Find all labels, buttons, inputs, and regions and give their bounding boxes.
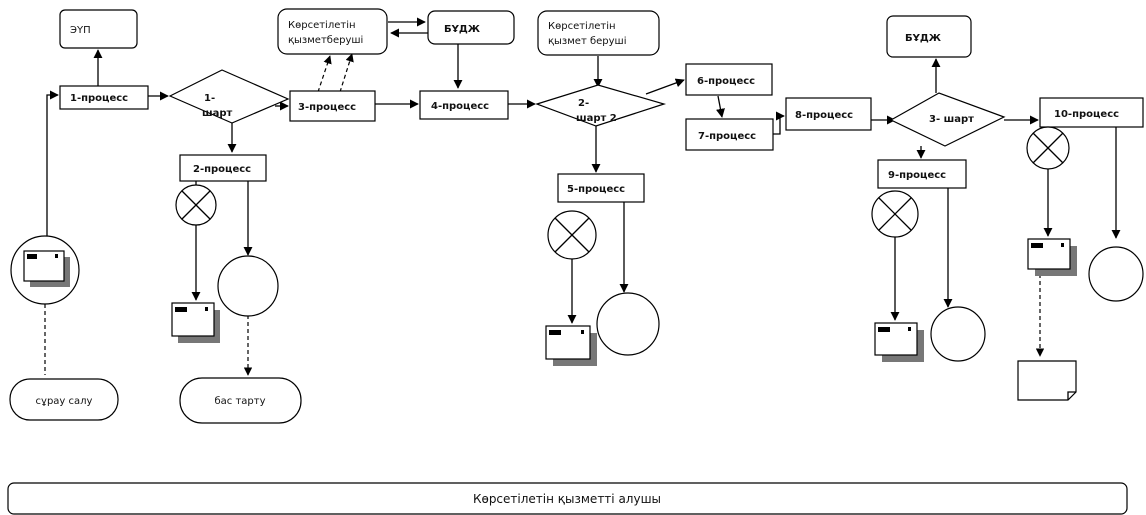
start-node xyxy=(10,235,80,305)
document-icon-3 xyxy=(874,322,924,362)
budj-box-2: БҰДЖ xyxy=(886,15,972,58)
service-recipient-label: Көрсетілетін қызметті алушы xyxy=(473,492,661,506)
service-recipient-lane: Көрсетілетін қызметті алушы xyxy=(7,482,1128,515)
process-4-label: 4-процесс xyxy=(431,101,489,112)
process-box-7: 7-процесс xyxy=(685,118,774,151)
arrow-p7-to-p8 xyxy=(773,111,785,135)
budj-2-label: БҰДЖ xyxy=(905,33,942,44)
service-provider-2-line1: Көрсетілетін xyxy=(548,20,616,32)
process-box-5: 5-процесс xyxy=(557,173,645,203)
document-icon-4 xyxy=(1027,238,1077,276)
process-1-label: 1-процесс xyxy=(70,93,128,104)
process-5-label: 5-процесс xyxy=(567,184,625,195)
cross-circle-1-icon xyxy=(175,184,217,226)
arrow-p6-to-p7 xyxy=(715,95,725,118)
cross-circle-3-icon xyxy=(871,190,919,238)
document-icon xyxy=(23,250,70,287)
dashed-p3-to-kserv1-b xyxy=(339,53,354,93)
process-box-3: 3-процесс xyxy=(289,90,376,122)
service-provider-1-line2: қызметберуші xyxy=(288,34,363,46)
process-9-label: 9-процесс xyxy=(888,170,946,181)
decision-2-line1: 2- xyxy=(578,98,589,109)
cancel-terminal: бас тарту xyxy=(179,377,302,424)
end-circle-3 xyxy=(930,306,986,362)
process-box-10: 10-процесс xyxy=(1039,97,1144,128)
process-box-2: 2-процесс xyxy=(179,154,267,182)
decision-3-label: 3- шарт xyxy=(929,114,974,125)
arrow-start-to-p1 xyxy=(46,90,59,240)
process-3-label: 3-процесс xyxy=(298,102,356,113)
request-terminal: сұрау салу xyxy=(9,378,119,421)
cross-circle-4-icon xyxy=(1026,126,1070,170)
dashed-p3-to-kserv1 xyxy=(317,55,332,93)
process-box-4: 4-процесс xyxy=(419,90,509,120)
service-provider-1-line1: Көрсетілетін xyxy=(288,19,356,31)
process-box-9: 9-процесс xyxy=(877,159,967,189)
connectors xyxy=(44,17,1121,376)
eup-box: ЭҮП xyxy=(59,9,138,49)
request-terminal-label: сұрау салу xyxy=(36,396,93,407)
process-8-label: 8-процесс xyxy=(795,110,853,121)
budj-1-label: БҰДЖ xyxy=(444,24,481,35)
arrow-d2-to-p6 xyxy=(645,78,685,95)
service-provider-box-1: Көрсетілетін қызметберуші xyxy=(277,8,388,55)
decision-2: 2- шарт 2 xyxy=(535,84,667,127)
process-10-label: 10-процесс xyxy=(1054,109,1119,120)
decision-3: 3- шарт xyxy=(889,92,1006,147)
process-box-6: 6-процесс xyxy=(685,63,773,96)
service-provider-box-2: Көрсетілетін қызмет беруші xyxy=(537,10,660,56)
document-icon-1 xyxy=(171,302,220,343)
process-box-1: 1-процесс xyxy=(59,85,149,110)
service-provider-2-line2: қызмет беруші xyxy=(548,35,626,47)
eup-label: ЭҮП xyxy=(70,25,91,36)
decision-2-line2: шарт 2 xyxy=(576,113,617,124)
process-2-label: 2-процесс xyxy=(193,164,251,175)
process-6-label: 6-процесс xyxy=(697,76,755,87)
cancel-terminal-label: бас тарту xyxy=(214,396,265,407)
end-circle-1 xyxy=(217,255,279,317)
decision-1-line2: шарт xyxy=(202,108,233,119)
end-circle-2 xyxy=(596,292,660,356)
decision-1: 1- шарт xyxy=(168,69,290,124)
end-circle-4 xyxy=(1088,246,1144,302)
note-shape xyxy=(1017,360,1077,401)
document-icon-2 xyxy=(545,325,597,366)
process-7-label: 7-процесс xyxy=(698,131,756,142)
cross-circle-2-icon xyxy=(547,210,597,260)
process-box-8: 8-процесс xyxy=(785,97,872,131)
budj-box-1: БҰДЖ xyxy=(427,10,515,45)
decision-1-line1: 1- xyxy=(204,93,215,104)
